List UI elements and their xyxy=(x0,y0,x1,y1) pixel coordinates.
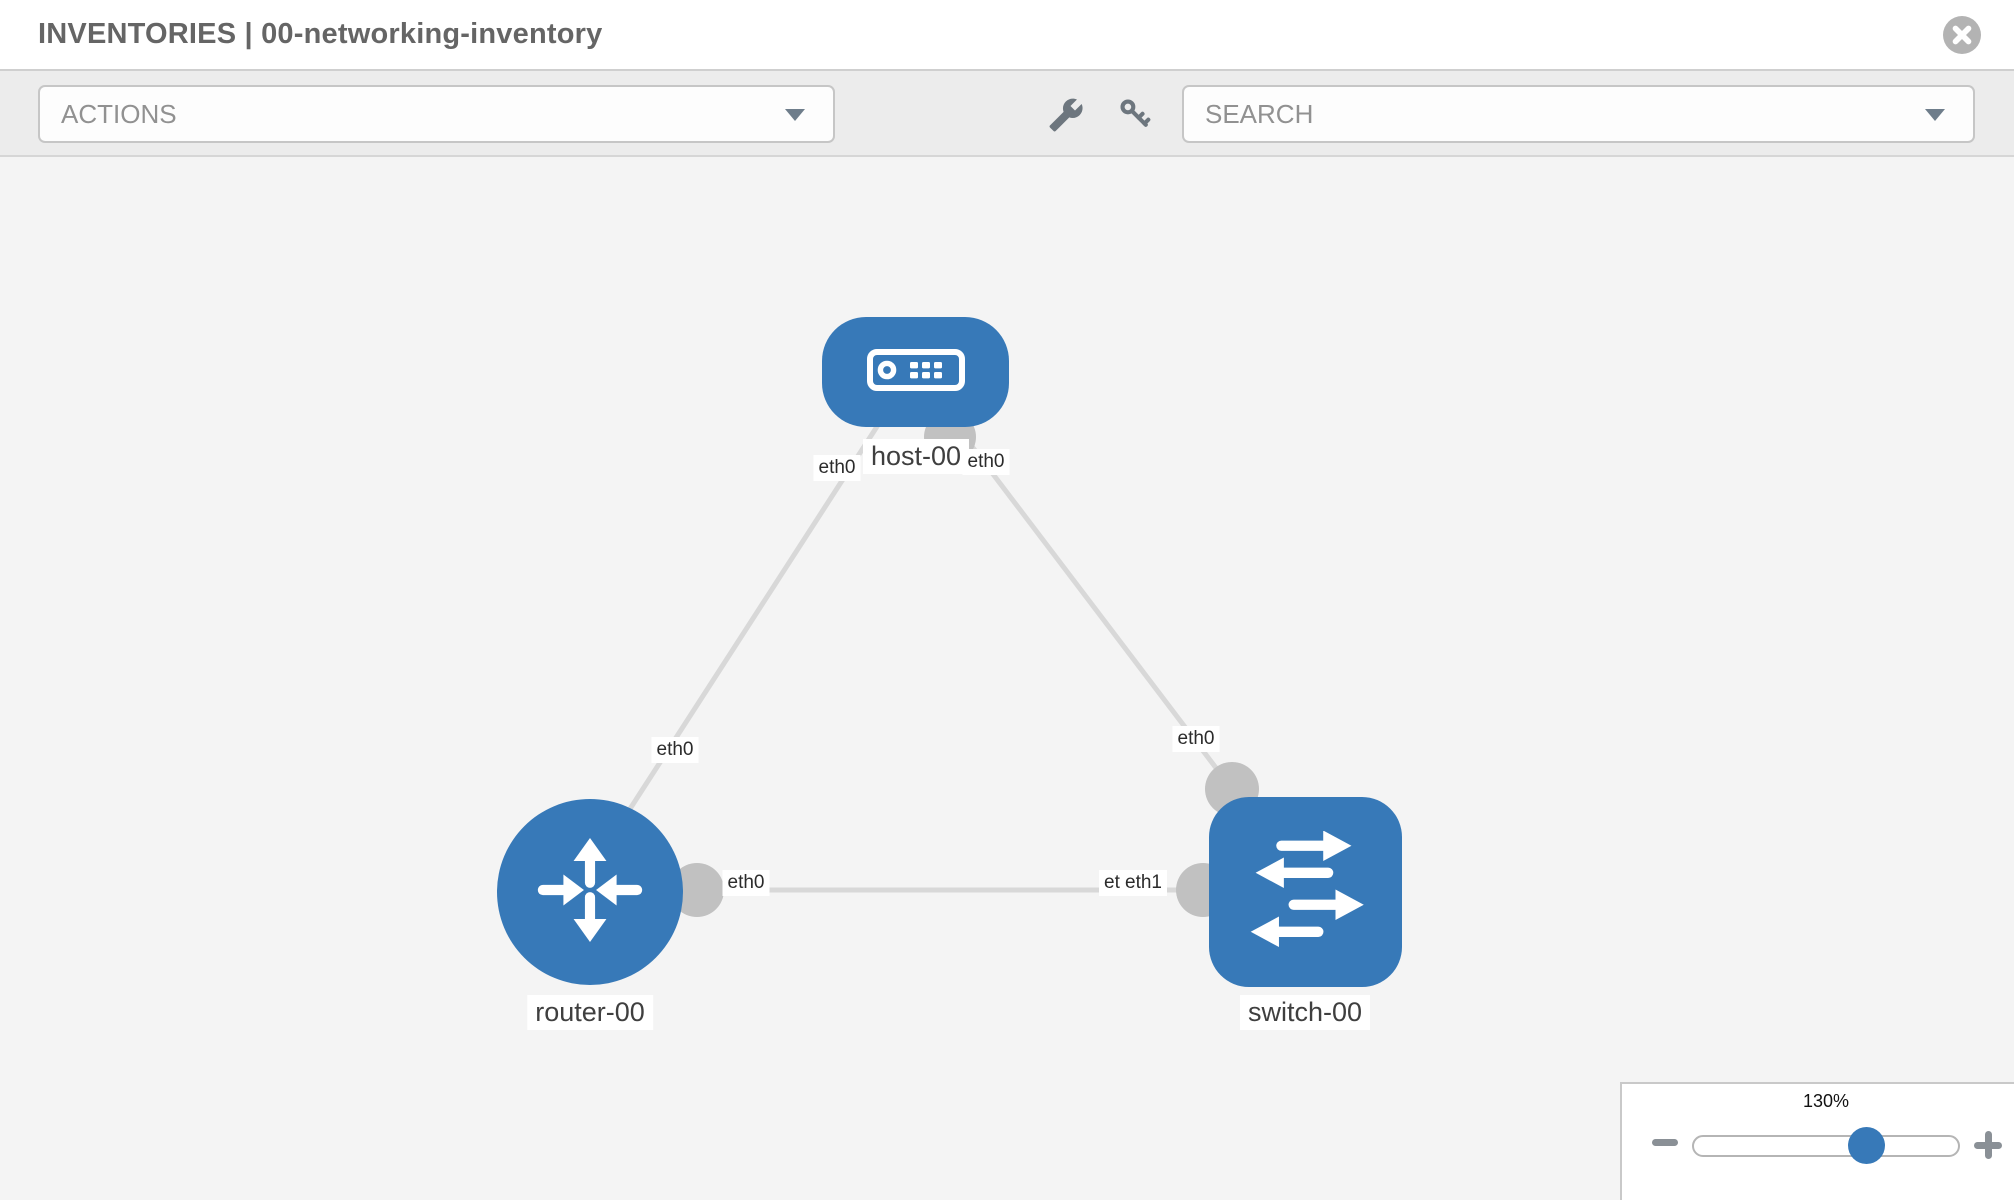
zoom-panel: 130% xyxy=(1620,1082,2014,1200)
interface-label-switch-eth0-top: eth0 xyxy=(1172,726,1220,752)
interface-label-host-eth0-right: eth0 xyxy=(962,449,1010,475)
chevron-down-icon xyxy=(1925,109,1945,121)
close-button[interactable] xyxy=(1943,16,1981,54)
search-dropdown-label: SEARCH xyxy=(1205,99,1314,129)
node-router[interactable] xyxy=(497,799,683,985)
node-switch[interactable] xyxy=(1209,797,1402,987)
node-label-switch: switch-00 xyxy=(1239,995,1371,1030)
node-label-router: router-00 xyxy=(527,995,653,1030)
topology-canvas[interactable]: host-00 router-00 switch-00 eth0 eth0 et… xyxy=(0,157,2014,1200)
zoom-slider-track[interactable] xyxy=(1692,1127,1960,1164)
wrench-icon[interactable] xyxy=(1048,97,1084,138)
interface-label-router-eth0-right: eth0 xyxy=(722,870,770,896)
edges-layer xyxy=(625,411,1259,917)
actions-dropdown[interactable]: ACTIONS xyxy=(38,85,835,143)
actions-dropdown-label: ACTIONS xyxy=(61,99,177,129)
minus-icon[interactable] xyxy=(1652,1129,1678,1155)
search-dropdown[interactable]: SEARCH xyxy=(1182,85,1975,143)
router-icon xyxy=(532,832,648,953)
node-host[interactable] xyxy=(822,317,1009,427)
inventory-header: INVENTORIES | 00-networking-inventory xyxy=(0,0,2014,71)
circle-x-icon xyxy=(1943,16,1981,57)
zoom-slider-thumb[interactable] xyxy=(1848,1127,1885,1164)
interface-label-router-eth0-top: eth0 xyxy=(651,737,699,763)
key-icon[interactable] xyxy=(1118,97,1152,136)
plus-icon[interactable] xyxy=(1974,1131,2002,1159)
interface-connector-router xyxy=(670,863,724,917)
chevron-down-icon xyxy=(785,109,805,121)
interface-label-host-eth0-left: eth0 xyxy=(813,455,861,481)
page-title: INVENTORIES | 00-networking-inventory xyxy=(38,18,603,50)
node-label-host: host-00 xyxy=(862,439,970,474)
interface-label-switch-eth1: eth1 xyxy=(1120,870,1167,896)
switch-icon xyxy=(1242,830,1370,954)
toolbar: ACTIONS SEARCH xyxy=(0,71,2014,157)
host-icon xyxy=(866,346,966,399)
zoom-level-readout: 130% xyxy=(1802,1091,1850,1111)
